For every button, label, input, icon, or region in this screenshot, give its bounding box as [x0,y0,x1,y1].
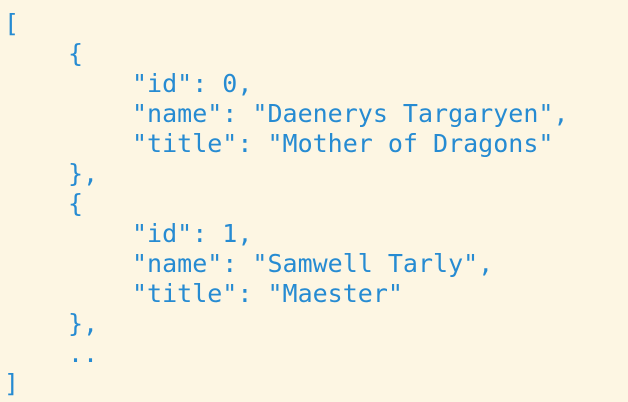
code-line-close-object: }, [68,309,99,338]
code-line-id: "id": 0, [132,69,253,98]
code-line-ellipsis: .. [68,339,99,368]
code-line-close-object: }, [68,159,99,188]
code-line-id: "id": 1, [132,219,253,248]
code-line-name: "name": "Daenerys Targaryen", [132,99,569,128]
code-line-close-array: ] [4,369,20,398]
code-line-open-object: { [68,189,84,218]
code-line-open-object: { [68,39,84,68]
code-line-title: "title": "Maester" [132,279,403,308]
code-line-title: "title": "Mother of Dragons" [132,129,554,158]
code-line-open-array: [ [4,9,20,38]
code-line-name: "name": "Samwell Tarly", [132,249,494,278]
